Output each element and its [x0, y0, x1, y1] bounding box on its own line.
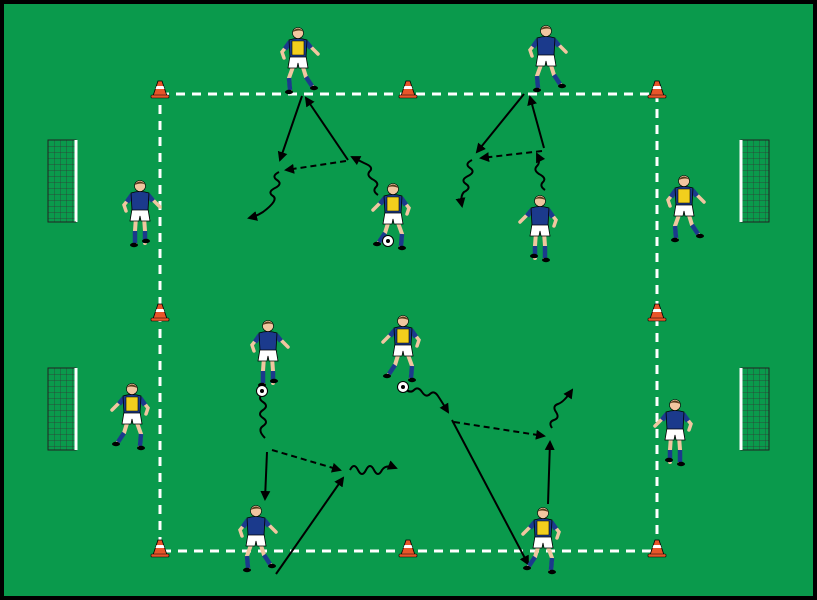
player-icon-bib [371, 183, 411, 251]
player-icon-bib [666, 175, 706, 243]
dribble-arrow [549, 388, 574, 429]
pass-arrow [475, 93, 525, 154]
run-arrow [271, 449, 342, 473]
goal-icon [739, 367, 770, 451]
pitch-surface [4, 4, 813, 596]
dribble-arrow [403, 387, 450, 414]
players-layer [110, 25, 706, 575]
dribble-arrow [455, 159, 474, 208]
dribble-arrow [350, 156, 379, 196]
dribble-arrow [349, 460, 398, 475]
pass-arrow [544, 440, 555, 505]
player-icon [518, 195, 558, 263]
goal-icon [47, 367, 78, 451]
pass-arrow [277, 95, 303, 162]
soccer-ball-icon [397, 381, 409, 393]
pass-arrow [275, 476, 345, 575]
dribble-arrow [534, 152, 546, 191]
player-icon-bib [280, 27, 320, 95]
run-arrow [479, 150, 543, 163]
player-icon-bib [381, 315, 421, 383]
player-icon-bib [521, 507, 561, 575]
pass-arrow [260, 451, 271, 501]
player-icon [250, 320, 290, 388]
pass-arrow [304, 96, 349, 161]
player-icon [653, 399, 693, 467]
player-icon [238, 505, 278, 573]
pass-arrow [527, 95, 545, 149]
soccer-ball-icon [382, 235, 394, 247]
player-icon-bib [110, 383, 150, 451]
run-arrow [453, 421, 546, 440]
movement-arrows [247, 93, 574, 575]
goal-icon [47, 139, 78, 223]
player-icon [528, 25, 568, 93]
dribble-path [259, 393, 267, 439]
soccer-ball-icon [256, 385, 268, 397]
pass-arrow [451, 419, 529, 566]
player-icon [122, 180, 162, 248]
run-arrow [284, 160, 347, 174]
goal-icon [739, 139, 770, 223]
dribble-arrow [247, 171, 281, 221]
